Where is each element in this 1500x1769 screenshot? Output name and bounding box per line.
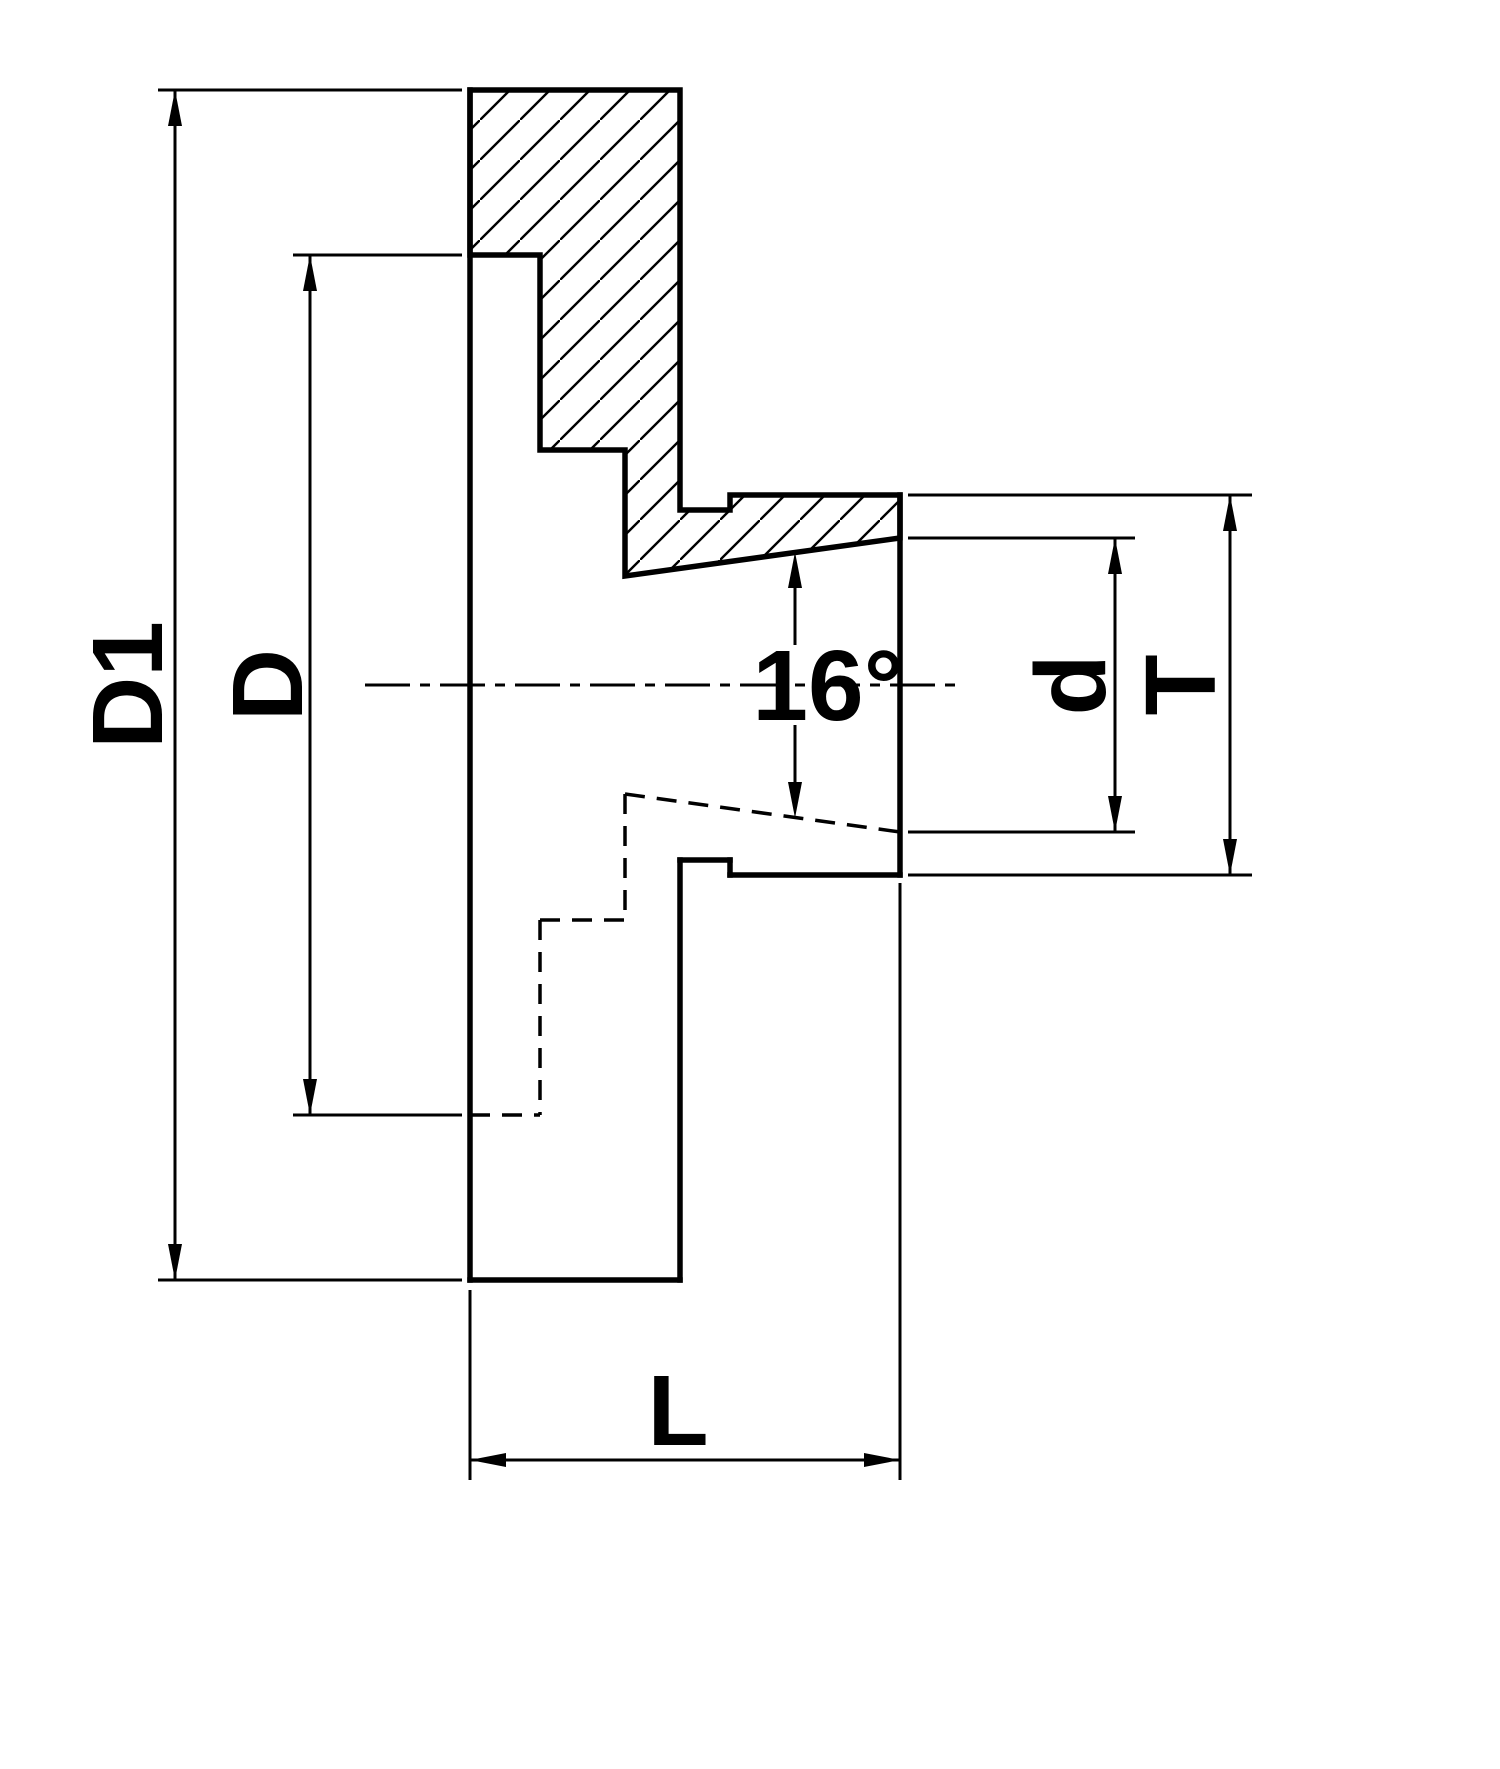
dim-label-l: L [647, 1355, 708, 1467]
arrow-right-icon [864, 1453, 900, 1467]
dim-label-d1: D1 [72, 621, 184, 749]
dimension-D: D [212, 253, 462, 1117]
arrow-up-icon [168, 90, 182, 126]
arrow-up-icon [788, 552, 802, 588]
dim-label-taper-angle: 16° [752, 630, 903, 742]
arrow-down-icon [1108, 796, 1122, 832]
arrow-down-icon [303, 1079, 317, 1115]
arrow-left-icon [470, 1453, 506, 1467]
dim-label-t: T [1125, 654, 1237, 715]
dimension-taper-angle: 16° [752, 552, 904, 818]
hidden-taper-edge [624, 792, 901, 834]
dim-label-d: D [212, 649, 324, 721]
dimension-D1: D1 [72, 88, 462, 1282]
arrow-down-icon [1223, 839, 1237, 875]
arrow-up-icon [1108, 538, 1122, 574]
dimension-T: T [908, 493, 1252, 877]
dimension-small-d: d [908, 536, 1135, 834]
arrow-up-icon [303, 255, 317, 291]
arrow-down-icon [788, 782, 802, 818]
hidden-bore-edges [470, 792, 901, 1117]
arrow-down-icon [168, 1244, 182, 1280]
dim-label-small-d: d [1015, 654, 1127, 715]
arrow-up-icon [1223, 495, 1237, 531]
dimension-L: L [468, 883, 902, 1480]
